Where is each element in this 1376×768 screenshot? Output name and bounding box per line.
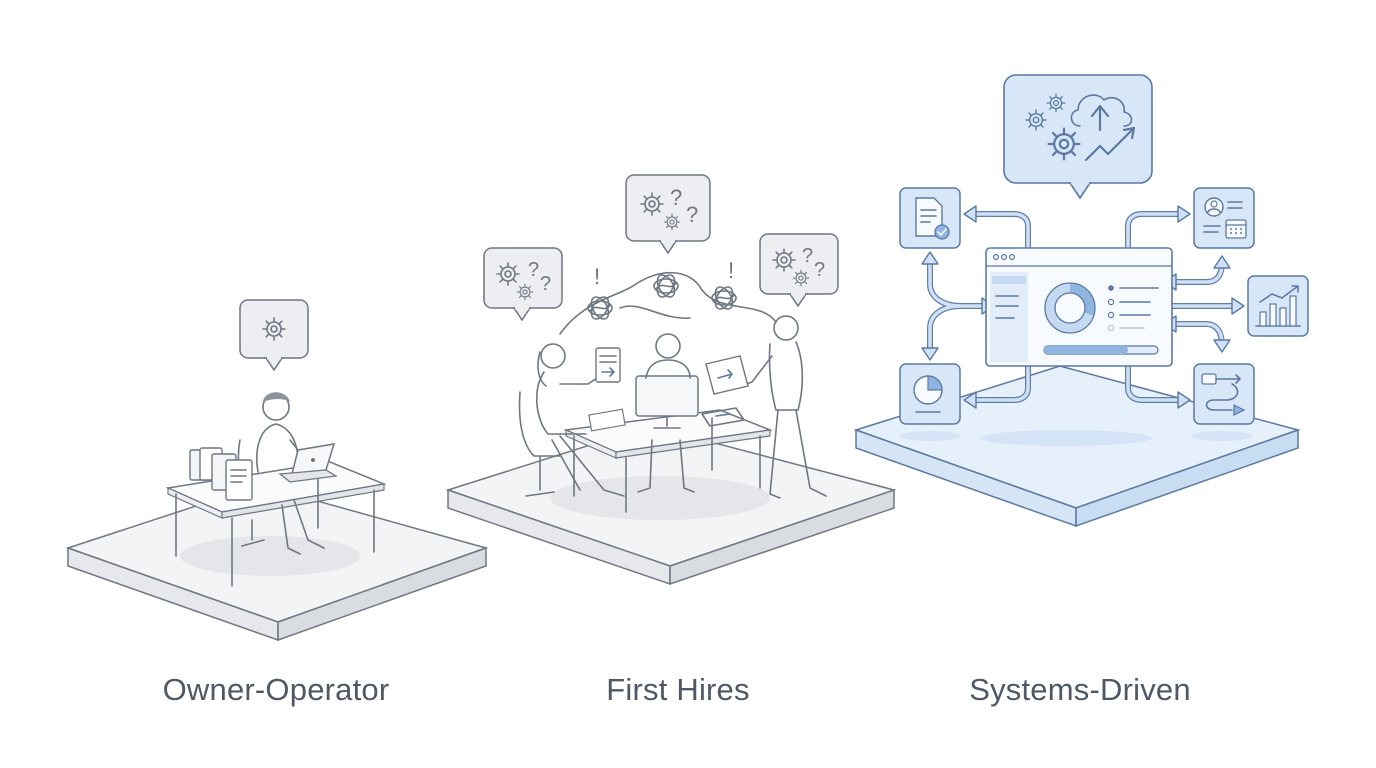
stage-label-owner-operator: Owner-Operator: [162, 672, 390, 707]
bar-chart-icon: [1255, 285, 1301, 327]
contact-calendar-tile: [1193, 187, 1255, 249]
trend-up-icon: [1084, 126, 1136, 162]
monitor-icon: [635, 375, 699, 429]
tangle-icon: [587, 293, 613, 323]
cloud-upload-icon: [1070, 94, 1133, 132]
confusion-bubble-center: ? ?: [625, 174, 711, 255]
workflow-icon: [1201, 373, 1246, 416]
confusion-bubble-left: ? ?: [483, 247, 563, 322]
workflow-tile: [1193, 363, 1255, 425]
tangle-icon: [711, 283, 737, 313]
dashboard-icon: [985, 247, 1173, 367]
confusion-bubble-right: ? ?: [759, 233, 839, 308]
laptop-icon: [278, 443, 338, 483]
exclamation-icon: !: [594, 264, 600, 289]
stage-label-systems-driven: Systems-Driven: [969, 672, 1191, 707]
question-mark-icon: ?: [670, 185, 682, 210]
bar-chart-tile: [1247, 275, 1309, 337]
document-icon: [705, 355, 749, 395]
stage-first-hires: ! ! ? ? ? ? ? ?: [445, 174, 897, 586]
cloud-speech-bubble: [1003, 74, 1153, 200]
gear-speech-bubble: [239, 299, 309, 372]
exclamation-icon: !: [728, 258, 734, 283]
calendar-icon: [1225, 219, 1247, 239]
document-check-icon: [915, 197, 950, 240]
question-mark-icon: ?: [540, 273, 551, 295]
stage-systems-driven: [853, 74, 1309, 528]
stage-label-first-hires: First Hires: [606, 672, 750, 707]
tangle-icon: [653, 271, 679, 301]
stage-owner-operator: [65, 299, 489, 642]
file-folder-icon: [189, 447, 253, 501]
question-mark-icon: ?: [802, 245, 813, 267]
contact-card-icon: [1203, 197, 1243, 233]
question-mark-icon: ?: [686, 202, 698, 227]
document-icon: [595, 347, 621, 383]
question-mark-icon: ?: [528, 259, 539, 281]
pie-chart-icon: [913, 375, 943, 413]
question-mark-icon: ?: [814, 259, 825, 281]
document-check-tile: [899, 187, 961, 249]
pie-chart-tile: [899, 363, 961, 425]
